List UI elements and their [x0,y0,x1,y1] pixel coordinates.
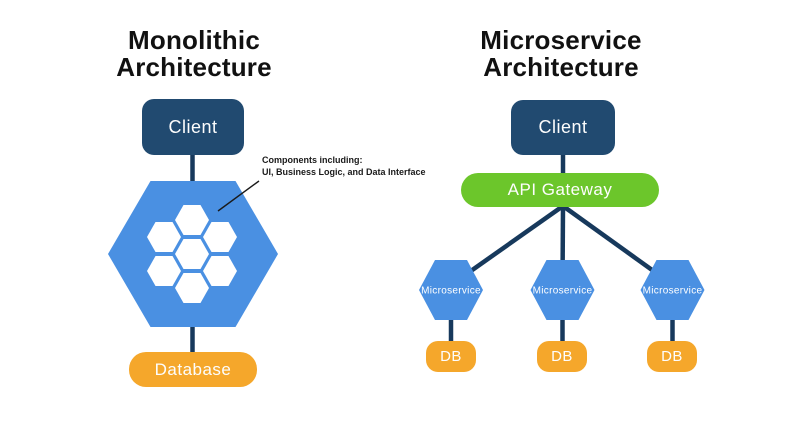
db-box: DB [537,341,587,372]
db-label: DB [661,348,683,365]
database-label: Database [154,359,232,379]
microservice-label: Microservice [533,286,593,297]
client-label: Client [538,117,588,137]
db-label: DB [551,348,573,365]
microservice-title-line1: Microservice [480,25,642,55]
db-box: DB [426,341,476,372]
monolithic-title-line1: Monolithic [128,25,260,55]
annotation-line1: Components including: [262,155,363,165]
client-label: Client [168,116,218,137]
api-gateway-box: API Gateway [461,173,659,207]
component-hexagon [147,222,181,252]
microservice-title: Microservice Architecture [411,27,711,81]
annotation-pointer-line [217,180,260,212]
microservice-label: Microservice [421,286,481,297]
annotation-line2: UI, Business Logic, and Data Interface [262,166,426,177]
component-hexagon [203,256,237,286]
component-hexagon [203,222,237,252]
api-gateway-label: API Gateway [507,180,613,199]
microservice-hexagon [419,260,483,320]
db-label: DB [440,348,462,365]
component-hexagon [175,239,209,269]
microservice-title-line2: Architecture [483,52,639,82]
monolithic-title: Monolithic Architecture [44,27,344,81]
db-box: DB [647,341,697,372]
monolithic-title-line2: Architecture [116,52,272,82]
client-box-microservice: Client [511,100,615,155]
client-box-monolith: Client [142,99,244,155]
microservice-hexagon [530,260,595,320]
component-hexagon [147,256,181,286]
microservice-hexagon [640,260,705,320]
microservice-label: Microservice [643,286,703,297]
component-hexagon [175,205,209,235]
component-hexagon [175,273,209,303]
components-annotation: Components including: UI, Business Logic… [262,155,426,178]
database-box: Database [129,352,257,387]
